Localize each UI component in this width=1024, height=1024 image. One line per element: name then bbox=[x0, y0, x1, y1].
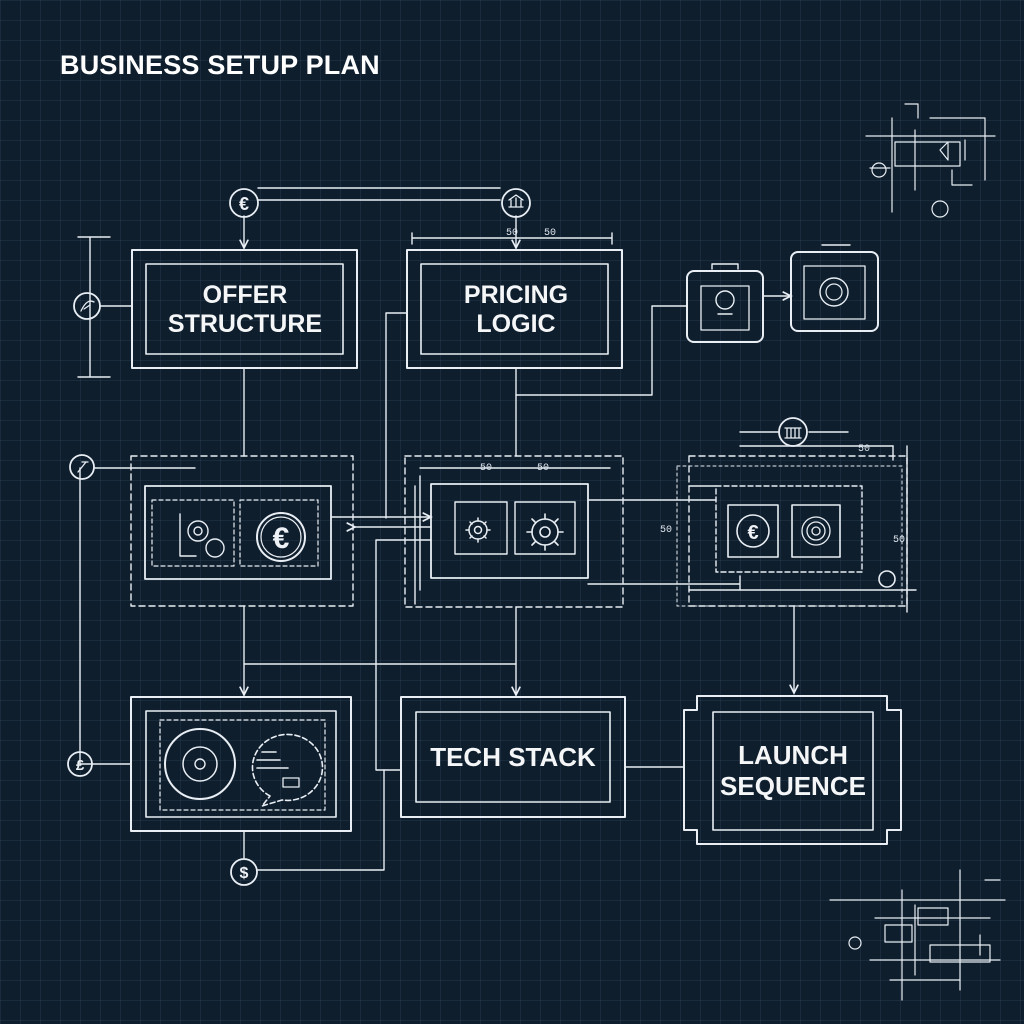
tech-stack-box[interactable] bbox=[400, 696, 626, 818]
bank-node-icon[interactable] bbox=[778, 417, 808, 447]
connectors bbox=[77, 187, 917, 871]
phone-card[interactable] bbox=[686, 263, 764, 343]
pound-glyph: £ bbox=[76, 757, 85, 774]
dimension-mark: 50 bbox=[544, 228, 557, 239]
launch-sequence-box[interactable] bbox=[683, 695, 902, 845]
euro-glyph-badge: € bbox=[747, 522, 758, 544]
chat-bubble-icon bbox=[251, 733, 324, 807]
process-panel[interactable] bbox=[404, 455, 624, 608]
pricing-logic-box[interactable] bbox=[406, 249, 623, 369]
offer-structure-label: OFFER STRUCTURE bbox=[167, 280, 323, 339]
globe-card[interactable] bbox=[790, 244, 879, 332]
euro-glyph-large: € bbox=[273, 522, 290, 555]
euro-glyph: € bbox=[239, 194, 249, 214]
pricing-logic-label: PRICING LOGIC bbox=[463, 280, 569, 339]
small-gear-icon bbox=[465, 517, 491, 543]
finance-panel[interactable] bbox=[130, 455, 354, 607]
dollar-glyph: $ bbox=[240, 865, 249, 882]
pound-node-icon[interactable] bbox=[67, 751, 93, 777]
building-node-icon[interactable] bbox=[501, 188, 531, 218]
target-icon bbox=[801, 516, 831, 546]
top-right-detail bbox=[865, 103, 996, 218]
dimension-mark: 50 bbox=[480, 463, 493, 474]
node-glyphs bbox=[77, 194, 802, 473]
gear-coin-icon bbox=[179, 513, 225, 558]
dial-icon bbox=[164, 728, 236, 800]
page-title: BUSINESS SETUP PLAN bbox=[60, 50, 380, 80]
dimension-mark: 50 bbox=[537, 463, 550, 474]
dimension-mark: 50 bbox=[506, 228, 519, 239]
large-gear-icon bbox=[526, 513, 564, 551]
dimension-mark: 50 bbox=[893, 535, 906, 546]
dollar-node-icon[interactable] bbox=[230, 858, 258, 886]
euro-badge-icon bbox=[736, 514, 770, 548]
leaf-node-icon[interactable] bbox=[73, 292, 101, 320]
dimension-mark: 50 bbox=[858, 444, 871, 455]
launch-sequence-label: LAUNCH SEQUENCE bbox=[720, 740, 866, 801]
dimension-mark: 50 bbox=[660, 525, 673, 536]
tool-node-icon[interactable] bbox=[69, 454, 95, 480]
euro-circle-icon bbox=[256, 512, 306, 562]
tech-stack-label: TECH STACK bbox=[430, 741, 596, 772]
euro-node-icon[interactable] bbox=[229, 188, 259, 218]
forecast-panel[interactable] bbox=[676, 455, 908, 607]
bottom-right-detail bbox=[829, 869, 1006, 1001]
